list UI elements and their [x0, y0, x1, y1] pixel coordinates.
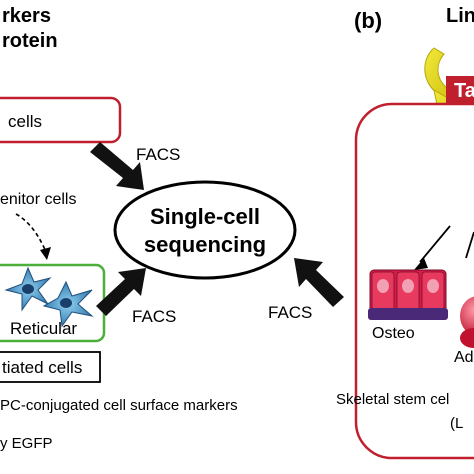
ta-label-box — [446, 76, 474, 104]
reticular-label: Reticular — [10, 319, 77, 338]
ta-label: Ta — [454, 80, 474, 102]
differentiated-label: tiated cells — [2, 358, 82, 377]
osteo-arrow — [419, 225, 451, 263]
facs-arrow-bottom-left — [96, 268, 146, 316]
dashed-arrow — [15, 213, 47, 253]
facs-top-label: FACS — [136, 145, 180, 164]
reticular-cell-icon — [4, 266, 52, 312]
egfp-label: y EGFP — [0, 435, 53, 452]
panel-a-title-1: rkers — [2, 5, 51, 27]
bottom-partial-label: (L — [450, 415, 463, 432]
osteo-cells-icon — [368, 269, 448, 320]
facs-arrow-right — [294, 258, 344, 307]
panel-a-title-2: rotein — [2, 30, 58, 52]
dashed-arrow-head — [40, 247, 51, 260]
adipo-arrow — [465, 231, 474, 259]
facs-right-label: FACS — [268, 303, 312, 322]
osteo-label: Osteo — [372, 325, 415, 342]
panel-b-letter: (b) — [354, 8, 382, 33]
single-cell-ellipse — [113, 180, 297, 280]
single-cell-line-1: Single-cell — [150, 204, 260, 229]
adipo-cell-icon — [460, 296, 474, 348]
panel-b-title: Lin — [446, 5, 474, 27]
osteo-arrow-head — [414, 258, 428, 270]
facs-arrow-top — [90, 142, 144, 190]
cells-box — [0, 96, 122, 144]
adipo-label: Ad — [454, 349, 474, 366]
skeletal-stem-label: Skeletal stem cel — [336, 391, 449, 408]
facs-bottom-left-label: FACS — [132, 307, 176, 326]
reticular-cell-icon-2 — [42, 280, 94, 328]
single-cell-line-2: sequencing — [144, 232, 266, 257]
cells-box-label: cells — [8, 112, 42, 131]
differentiated-box — [0, 351, 101, 383]
progenitor-label: enitor cells — [0, 191, 76, 208]
surface-markers-label: PC-conjugated cell surface markers — [0, 397, 238, 414]
